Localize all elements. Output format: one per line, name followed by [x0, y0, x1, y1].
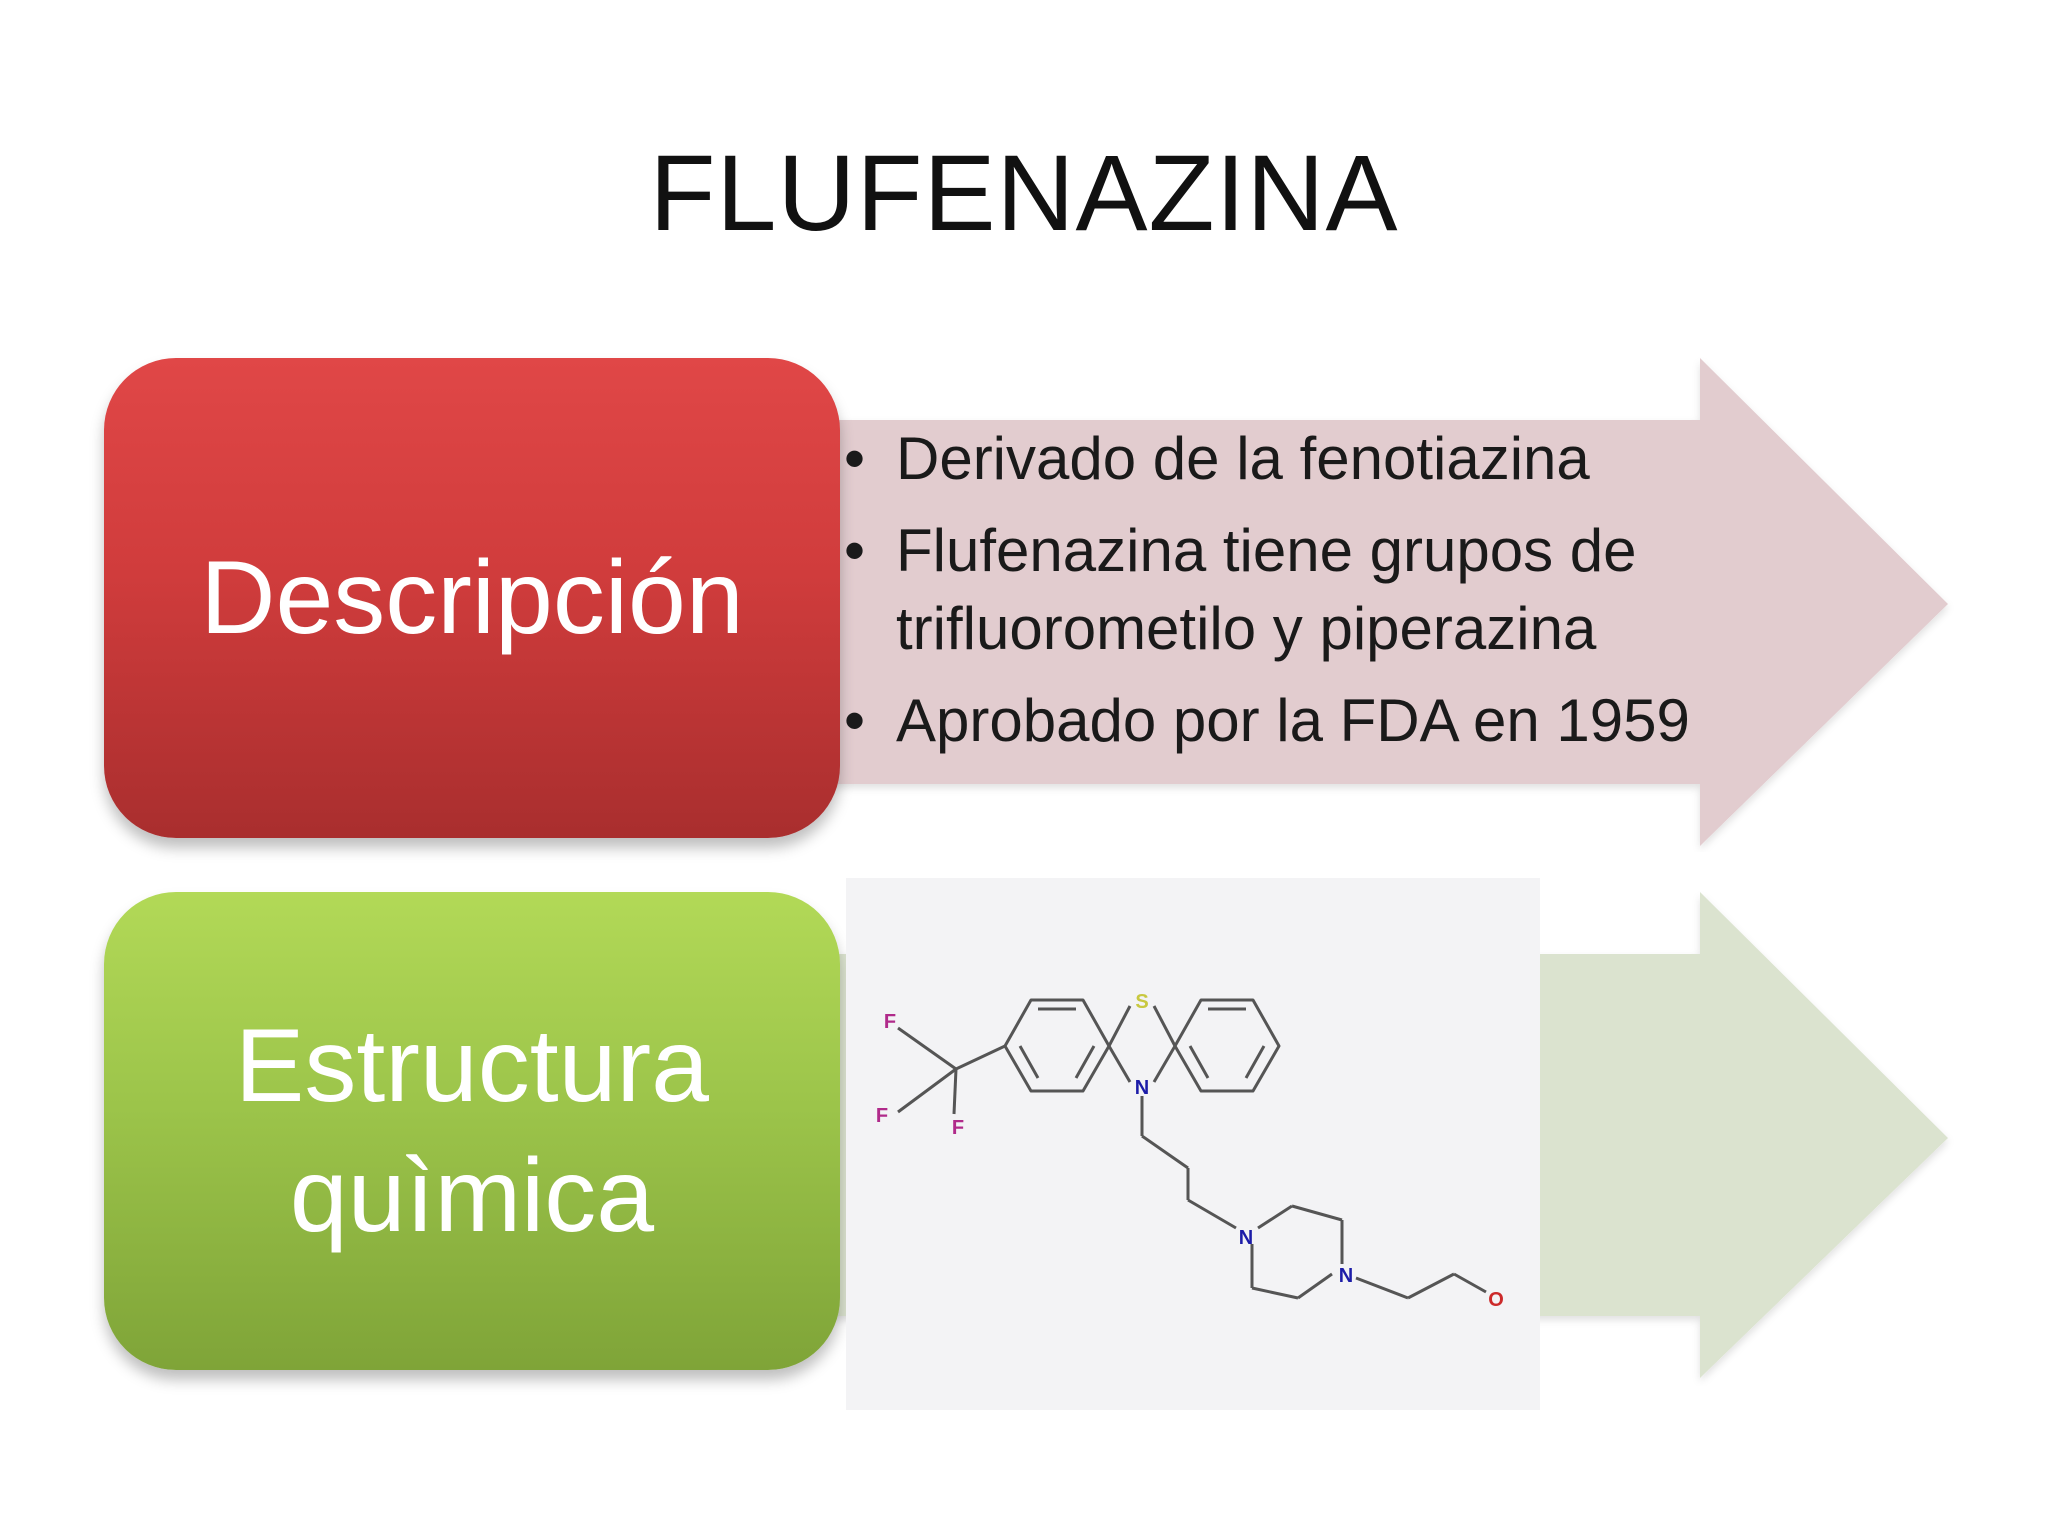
bullet-text: Flufenazina tiene grupos de trifluoromet…: [896, 517, 1637, 662]
atom-fluorine: F: [876, 1105, 888, 1127]
structure-label-line2: quìmica: [289, 1138, 655, 1254]
atom-nitrogen: N: [1339, 1265, 1353, 1287]
atom-fluorine: F: [952, 1117, 964, 1139]
bullet-dot: •: [844, 687, 866, 754]
structure-box: Estructura quìmica: [104, 892, 840, 1370]
bullet-item: • Derivado de la fenotiazina: [842, 420, 1842, 498]
atom-nitrogen: N: [1239, 1227, 1253, 1249]
slide-title: FLUFENAZINA: [649, 132, 1399, 253]
structure-label-line1: Estructura: [235, 1008, 709, 1124]
molecule-structure-image: S N N N O F F F: [846, 878, 1540, 1410]
atom-sulfur: S: [1135, 991, 1148, 1013]
atom-oxygen: O: [1488, 1289, 1504, 1311]
description-bullets: • Derivado de la fenotiazina • Flufenazi…: [842, 420, 1842, 774]
fluphenazine-molecule-drawing: S N N N O F F F: [876, 991, 1504, 1311]
description-box: Descripción: [104, 358, 840, 838]
atom-nitrogen: N: [1135, 1077, 1149, 1099]
bullet-item: • Aprobado por la FDA en 1959: [842, 682, 1842, 760]
bullet-dot: •: [844, 517, 866, 584]
bullet-dot: •: [844, 425, 866, 492]
description-label: Descripción: [200, 540, 744, 656]
atom-fluorine: F: [884, 1011, 896, 1033]
description-arrow: [760, 358, 1948, 846]
structure-label: Estructura quìmica: [215, 1001, 729, 1261]
bullet-text: Aprobado por la FDA en 1959: [896, 687, 1690, 754]
bullet-item: • Flufenazina tiene grupos de trifluorom…: [842, 512, 1842, 668]
bullet-text: Derivado de la fenotiazina: [896, 425, 1590, 492]
